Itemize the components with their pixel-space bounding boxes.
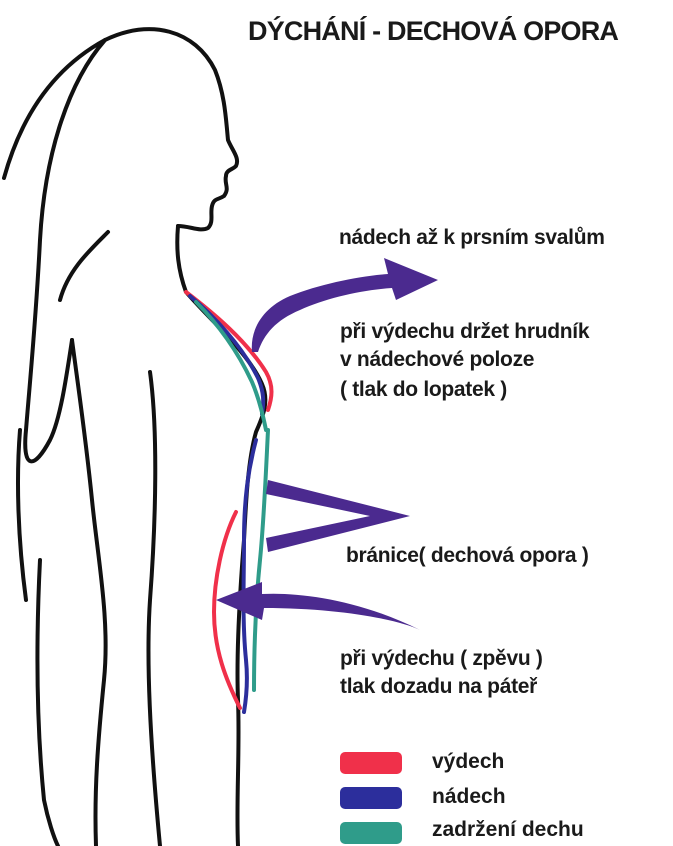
arm-inner-outline	[37, 560, 58, 846]
annotation-exhale-chest-line2: v nádechové poloze	[340, 346, 534, 374]
page-title: DÝCHÁNÍ - DECHOVÁ OPORA	[248, 16, 618, 47]
back-outline	[72, 340, 106, 846]
legend-label-exhale: výdech	[432, 750, 504, 774]
hold-chest-line	[196, 302, 266, 430]
legend-swatch-hold	[340, 822, 402, 844]
hair-strand-outline	[60, 232, 108, 300]
legend-swatch-inhale	[340, 787, 402, 809]
annotation-inhale-chest: nádech až k prsním svalům	[339, 224, 605, 252]
annotation-diaphragm: bránice( dechová opora )	[346, 542, 589, 570]
legend-label-hold: zadržení dechu	[432, 818, 584, 842]
hair-outline	[4, 29, 237, 229]
annotation-exhale-chest-line1: při výdechu držet hrudník	[340, 318, 589, 346]
legend-swatch-exhale	[340, 752, 402, 774]
hold-belly-line	[254, 430, 268, 690]
legend-label-inhale: nádech	[432, 785, 506, 809]
body-silhouette	[4, 29, 265, 846]
annotation-exhale-chest-line3: ( tlak do lopatek )	[340, 376, 507, 404]
back-pressure-arrow	[216, 582, 420, 630]
neck-front-outline	[177, 226, 186, 292]
annotation-exhale-back-line2: tlak dozadu na páteř	[340, 673, 537, 701]
annotation-exhale-back-line1: při výdechu ( zpěvu )	[340, 645, 543, 673]
front-torso-outline	[186, 292, 265, 846]
arm-outline	[148, 372, 160, 846]
exhale-chest-line	[186, 292, 272, 410]
